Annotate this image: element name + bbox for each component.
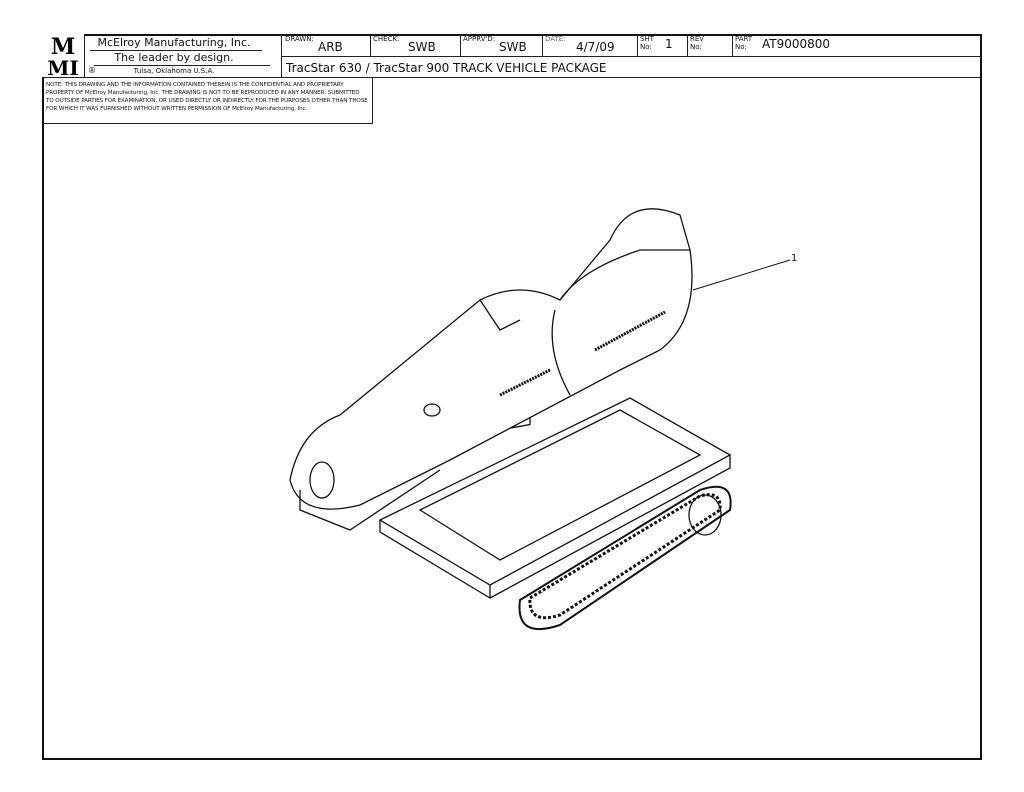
date-value: 4/7/09 [576, 40, 615, 54]
frame-chassis [378, 383, 732, 600]
part-cell: PART No:AT9000800 [732, 34, 980, 57]
track [518, 485, 732, 630]
vehicle-body [289, 208, 693, 531]
company-name: McElroy Manufacturing, Inc. [97, 36, 251, 49]
drawn-value: ARB [318, 40, 343, 54]
slogan: The leader by design. [114, 51, 234, 64]
date-cell: DATE:4/7/09 [542, 34, 638, 57]
sheet-value: 1 [665, 37, 673, 51]
drawn-cell: DRAWN:ARB [282, 34, 371, 57]
check-cell: CHECK:SWB [370, 34, 461, 57]
part-value: AT9000800 [762, 37, 831, 51]
registered-mark: ® [88, 66, 96, 75]
balloon-1: 1 [791, 253, 798, 264]
title-cell: TracStar 630 / TracStar 900 TRACK VEHICL… [282, 56, 980, 78]
drawing-title: TracStar 630 / TracStar 900 TRACK VEHICL… [286, 61, 607, 75]
confidentiality-note: NOTE: THIS DRAWING AND THE INFORMATION C… [42, 77, 373, 124]
check-value: SWB [408, 40, 436, 54]
rev-cell: REV No: [687, 34, 733, 57]
svg-text:M: M [51, 34, 75, 60]
apprvd-value: SWB [499, 40, 527, 54]
sheet-cell: SHT No:1 [637, 34, 688, 57]
apprvd-cell: APPRV'D:SWB [460, 34, 543, 57]
location: Tulsa, Oklahoma U.S.A. [133, 67, 215, 75]
drawing-frame [42, 34, 982, 760]
svg-text:MI: MI [47, 56, 79, 77]
balloon-leader [692, 259, 791, 291]
company-cell: McElroy Manufacturing, Inc. The leader b… [84, 34, 282, 78]
